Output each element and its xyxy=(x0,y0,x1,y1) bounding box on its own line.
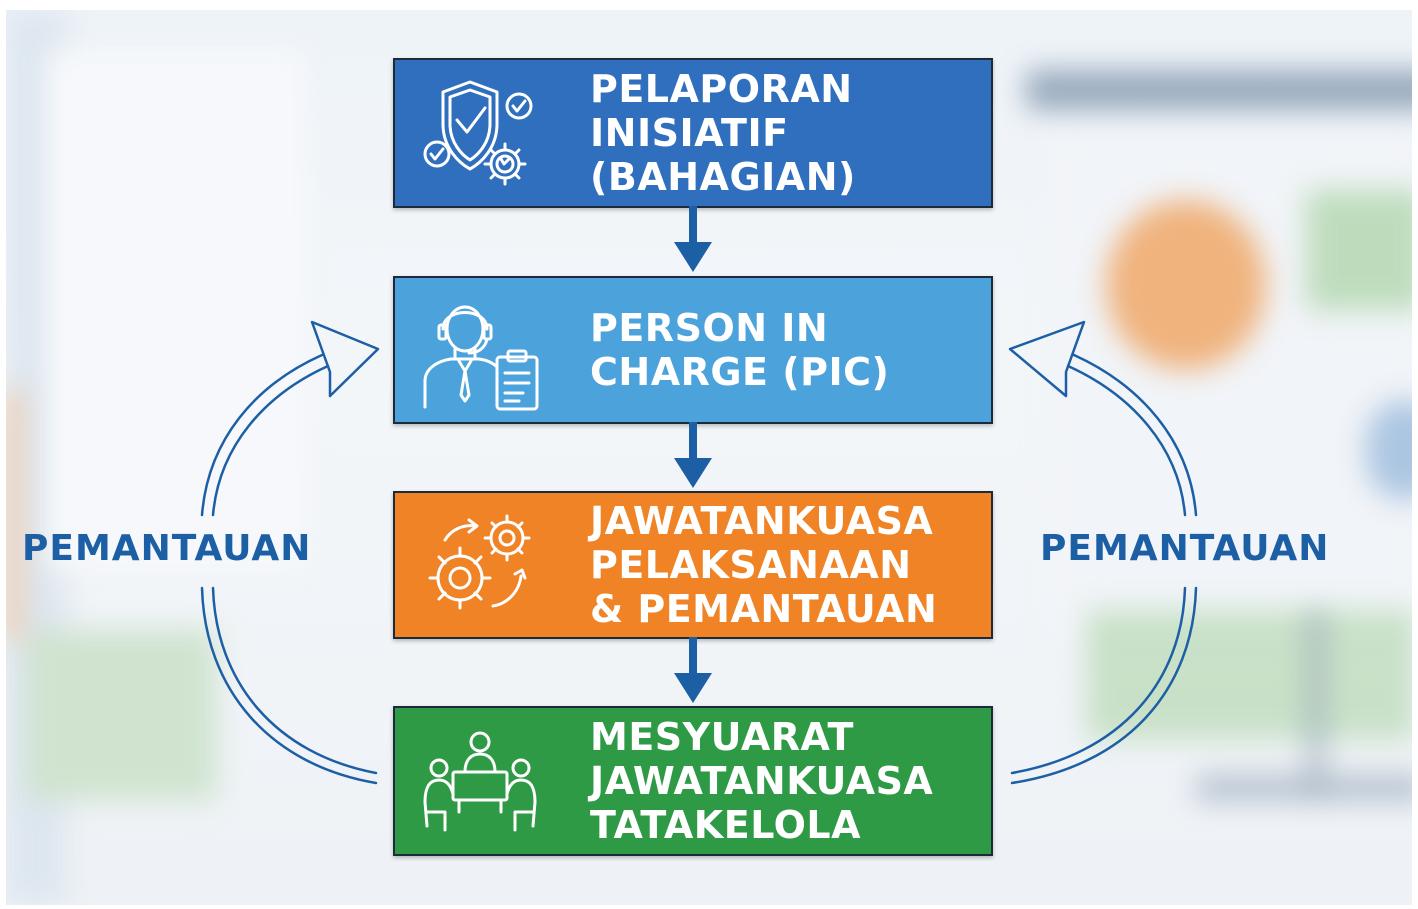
box-line: JAWATANKUASA xyxy=(590,499,934,543)
right-arrowhead xyxy=(1008,320,1086,398)
shield-check-gear-icon xyxy=(423,80,533,186)
bg-right-stand xyxy=(1306,610,1326,790)
box-pelaporan-inisiatif: PELAPORAN INISIATIF (BAHAGIAN) xyxy=(393,58,993,208)
down-arrow-1 xyxy=(674,206,712,272)
box-line: CHARGE (PIC) xyxy=(590,350,890,394)
left-lower-arc xyxy=(200,586,378,785)
meeting-table-icon xyxy=(423,731,537,832)
right-upper-arc-inner xyxy=(1066,364,1187,517)
box-person-in-charge: PERSON IN CHARGE (PIC) xyxy=(393,276,993,424)
side-label-right: PEMANTAUAN xyxy=(1040,528,1330,569)
box-line: (BAHAGIAN) xyxy=(590,155,856,199)
left-upper-arc-inner xyxy=(211,364,330,517)
box-jawatankuasa-pelaksanaan: JAWATANKUASA PELAKSANAAN & PEMANTAUAN xyxy=(393,491,993,639)
box-line: JAWATANKUASA xyxy=(590,759,934,803)
down-arrow-2 xyxy=(674,422,712,488)
bg-left-green-block xyxy=(26,630,216,800)
left-upper-arc xyxy=(200,353,324,517)
box-line: INISIATIF xyxy=(590,111,789,155)
box-line: MESYUARAT xyxy=(590,715,854,759)
gears-cycle-icon xyxy=(428,514,531,610)
bg-right-green-block xyxy=(1306,190,1412,310)
down-arrow-3 xyxy=(674,637,712,703)
bg-right-foot xyxy=(1196,775,1412,801)
box-pelaporan-text: PELAPORAN INISIATIF (BAHAGIAN) xyxy=(590,67,983,199)
bg-right-blue-shape xyxy=(1366,400,1412,500)
box-line: PELAPORAN xyxy=(590,67,853,111)
box-pic-text: PERSON IN CHARGE (PIC) xyxy=(590,306,983,394)
right-lower-arc xyxy=(1010,586,1198,785)
left-arrowhead xyxy=(310,320,380,398)
bg-left-orange-strip xyxy=(6,390,20,640)
bg-left-pane xyxy=(46,50,306,570)
bg-right-green-board xyxy=(1086,610,1412,740)
side-label-left: PEMANTAUAN xyxy=(22,528,312,569)
right-lower-arc-inner xyxy=(1010,586,1187,775)
bg-right-orange-circle xyxy=(1106,200,1266,370)
box-jawatankuasa-text: JAWATANKUASA PELAKSANAAN & PEMANTAUAN xyxy=(590,499,983,631)
right-upper-arc xyxy=(1072,353,1198,517)
box-line: PERSON IN xyxy=(590,306,829,350)
box-line: PELAKSANAAN xyxy=(590,543,912,587)
person-headset-clipboard-icon xyxy=(423,305,539,411)
left-lower-arc-inner xyxy=(211,586,378,775)
box-line: TATAKELOLA xyxy=(590,803,861,847)
box-line: & PEMANTAUAN xyxy=(590,587,938,631)
box-mesyuarat-tatakelola: MESYUARAT JAWATANKUASA TATAKELOLA xyxy=(393,706,993,856)
box-mesyuarat-text: MESYUARAT JAWATANKUASA TATAKELOLA xyxy=(590,715,983,847)
bg-right-header-bar xyxy=(1026,70,1412,110)
